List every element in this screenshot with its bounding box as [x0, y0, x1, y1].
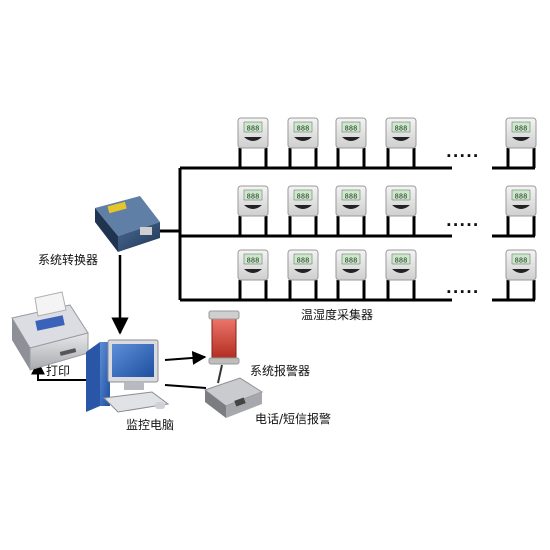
sensor-screen — [391, 121, 411, 133]
sensor-unit: 888 — [287, 249, 319, 281]
sensor-reading: 888 — [297, 125, 310, 133]
alarm-label: 系统报警器 — [250, 364, 311, 378]
sensor-vent — [342, 137, 360, 141]
sensor-vent — [392, 205, 410, 209]
sensor-screen — [243, 189, 263, 201]
sensor-vent — [342, 269, 360, 273]
sensor-reading: 888 — [395, 193, 408, 201]
sensor-reading: 888 — [395, 125, 408, 133]
sensor-vent — [244, 205, 262, 209]
sensor-screen — [511, 253, 531, 265]
sensor-vent — [244, 269, 262, 273]
printer — [11, 291, 89, 371]
sensor-screen — [243, 253, 263, 265]
print-label: 打印 — [46, 364, 71, 378]
sensor-reading: 888 — [297, 257, 310, 265]
converter-label: 系统转换器 — [38, 253, 99, 267]
sensor-vent — [512, 137, 530, 141]
sensor-vent — [294, 137, 312, 141]
sensor-unit: 888 — [385, 249, 417, 281]
sensor-unit: 888 — [505, 249, 537, 281]
sensor-unit: 888 — [237, 117, 269, 149]
sensor-screen — [293, 189, 313, 201]
sensor-unit: 888 — [335, 185, 367, 217]
sensor-unit: 888 — [505, 117, 537, 149]
sensor-vent — [294, 205, 312, 209]
sensor-screen — [341, 189, 361, 201]
sensor-unit: 888 — [385, 117, 417, 149]
sensor-screen — [511, 189, 531, 201]
sensors-label: 温湿度采集器 — [301, 308, 374, 322]
sensor-screen — [293, 253, 313, 265]
sensor-grid: 888 888 888 888 888 888 888 888 888 888 888 888 888 8… — [237, 117, 537, 281]
bus-lines — [178, 148, 536, 302]
gsm-alarm-module — [203, 364, 264, 418]
sensor-unit: 888 — [335, 249, 367, 281]
sensor-screen — [511, 121, 531, 133]
monitoring-computer — [86, 339, 170, 413]
row2-ellipsis: ..... — [446, 212, 480, 230]
sensor-reading: 888 — [345, 125, 358, 133]
sensor-unit: 888 — [287, 185, 319, 217]
sensor-unit: 888 — [237, 249, 269, 281]
sensor-reading: 888 — [515, 257, 528, 265]
phone-sms-label: 电话/短信报警 — [255, 412, 332, 426]
sensor-unit: 888 — [335, 117, 367, 149]
system-converter — [95, 196, 160, 252]
sensor-screen — [293, 121, 313, 133]
sensor-screen — [391, 253, 411, 265]
row3-ellipsis: ..... — [446, 279, 480, 297]
computer-to-alarm-arrow — [164, 350, 207, 365]
sensor-reading: 888 — [247, 257, 260, 265]
sensor-vent — [392, 269, 410, 273]
computer-label: 监控电脑 — [126, 418, 175, 432]
sensor-unit: 888 — [287, 117, 319, 149]
alarm-siren — [208, 310, 240, 365]
sensor-unit: 888 — [385, 185, 417, 217]
sensor-screen — [243, 121, 263, 133]
sensor-reading: 888 — [345, 193, 358, 201]
row1-ellipsis: ..... — [446, 143, 480, 161]
sensor-reading: 888 — [345, 257, 358, 265]
sensor-screen — [341, 121, 361, 133]
sensor-reading: 888 — [515, 125, 528, 133]
sensor-reading: 888 — [297, 193, 310, 201]
sensor-vent — [512, 205, 530, 209]
sensor-reading: 888 — [247, 193, 260, 201]
sensor-reading: 888 — [395, 257, 408, 265]
sensor-unit: 888 — [237, 185, 269, 217]
sensor-vent — [244, 137, 262, 141]
sensor-vent — [342, 205, 360, 209]
sensor-vent — [512, 269, 530, 273]
sensor-screen — [341, 253, 361, 265]
sensor-reading: 888 — [515, 193, 528, 201]
sensor-vent — [392, 137, 410, 141]
computer-to-gsm-line — [164, 384, 207, 389]
sensor-reading: 888 — [247, 125, 260, 133]
sensor-screen — [391, 189, 411, 201]
sensor-unit: 888 — [505, 185, 537, 217]
sensor-vent — [294, 269, 312, 273]
